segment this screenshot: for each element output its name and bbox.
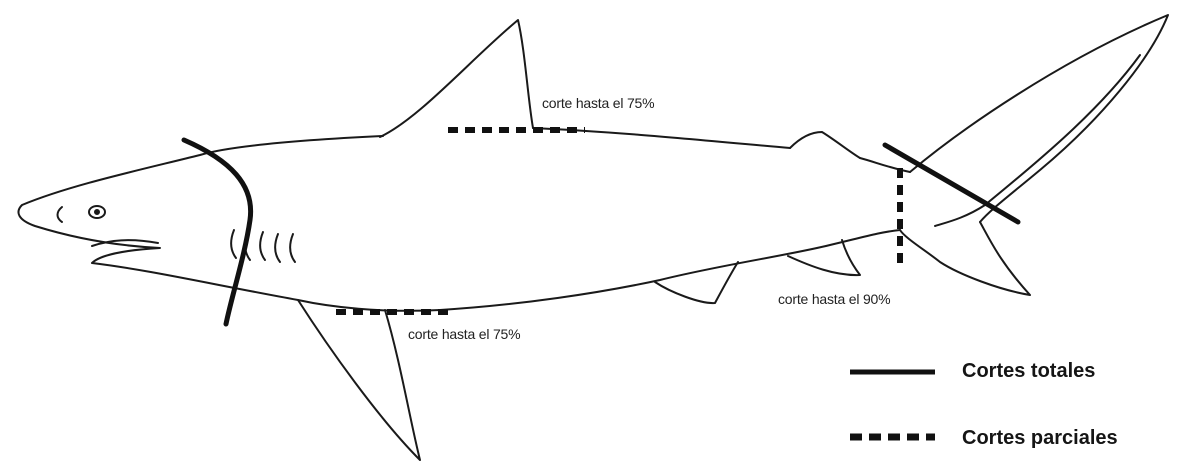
cut-total-head — [181, 137, 254, 327]
shark-back-outline — [532, 127, 791, 149]
shark-body-outline — [17, 135, 901, 312]
caudal-fin-lower-lobe — [899, 221, 1031, 296]
shark-nostril — [56, 206, 63, 223]
annotation-dorsal-cut: corte hasta el 75% — [542, 95, 655, 111]
legend-label-total: Cortes totales — [962, 360, 1096, 382]
legend-label-partial: Cortes parciales — [962, 427, 1118, 449]
annotation-pectoral-cut: corte hasta el 75% — [408, 326, 521, 342]
caudal-fin-inner-line — [934, 54, 1141, 227]
shark-eye — [88, 205, 106, 219]
shark-mouth — [91, 239, 159, 247]
pelvic-fin — [654, 261, 739, 305]
annotation-caudal-cut: corte hasta el 90% — [778, 291, 891, 307]
second-dorsal-fin — [789, 131, 861, 159]
caudal-peduncle-top — [859, 157, 911, 173]
cut-total-tail — [882, 142, 1021, 225]
pectoral-fin — [297, 299, 421, 461]
anal-fin — [787, 239, 861, 277]
caudal-fin-upper-lobe — [909, 14, 1169, 223]
dorsal-fin — [379, 19, 534, 138]
